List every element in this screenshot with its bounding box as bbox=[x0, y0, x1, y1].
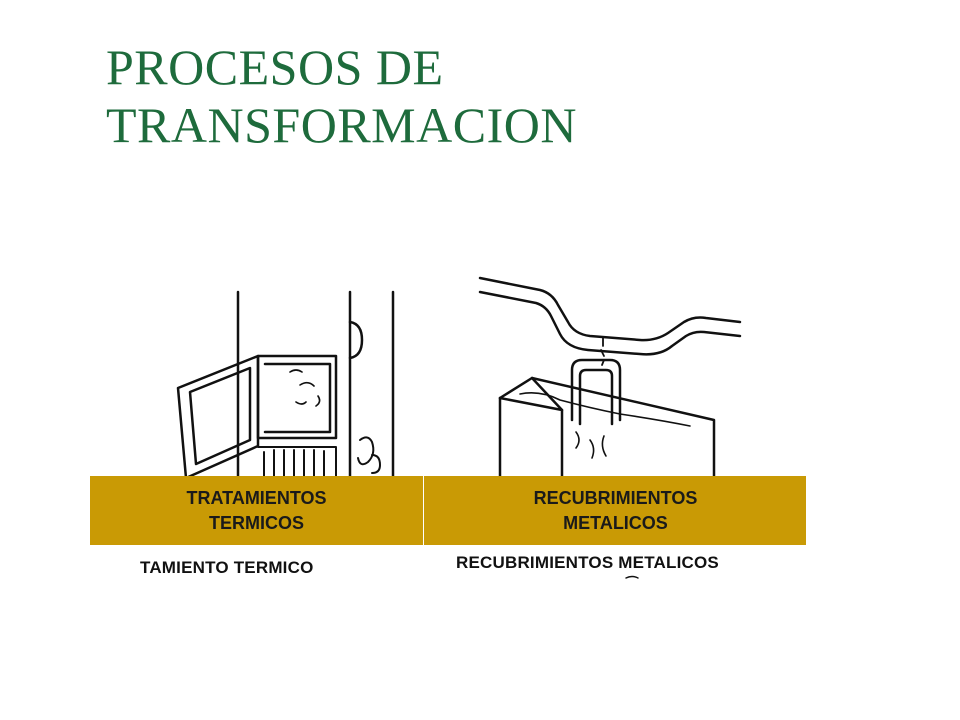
tank-caption: RECUBRIMIENTOS METALICOS bbox=[456, 553, 719, 572]
furnace-caption: TAMIENTO TERMICO bbox=[140, 558, 314, 577]
furnace-drawing bbox=[176, 290, 395, 480]
slide-title: PROCESOS DE TRANSFORMACION bbox=[106, 38, 577, 154]
metal-coating-label: RECUBRIMIENTOS METALICOS bbox=[533, 487, 698, 533]
slide-title-line-2: TRANSFORMACION bbox=[106, 97, 577, 153]
slide-title-line-1: PROCESOS DE bbox=[106, 39, 444, 95]
plating-tank-drawing bbox=[478, 276, 742, 579]
process-label-band: TRATAMIENTOS TERMICOS RECUBRIMIENTOS MET… bbox=[90, 476, 806, 545]
heat-treatment-label: TRATAMIENTOS TERMICOS bbox=[90, 476, 424, 545]
